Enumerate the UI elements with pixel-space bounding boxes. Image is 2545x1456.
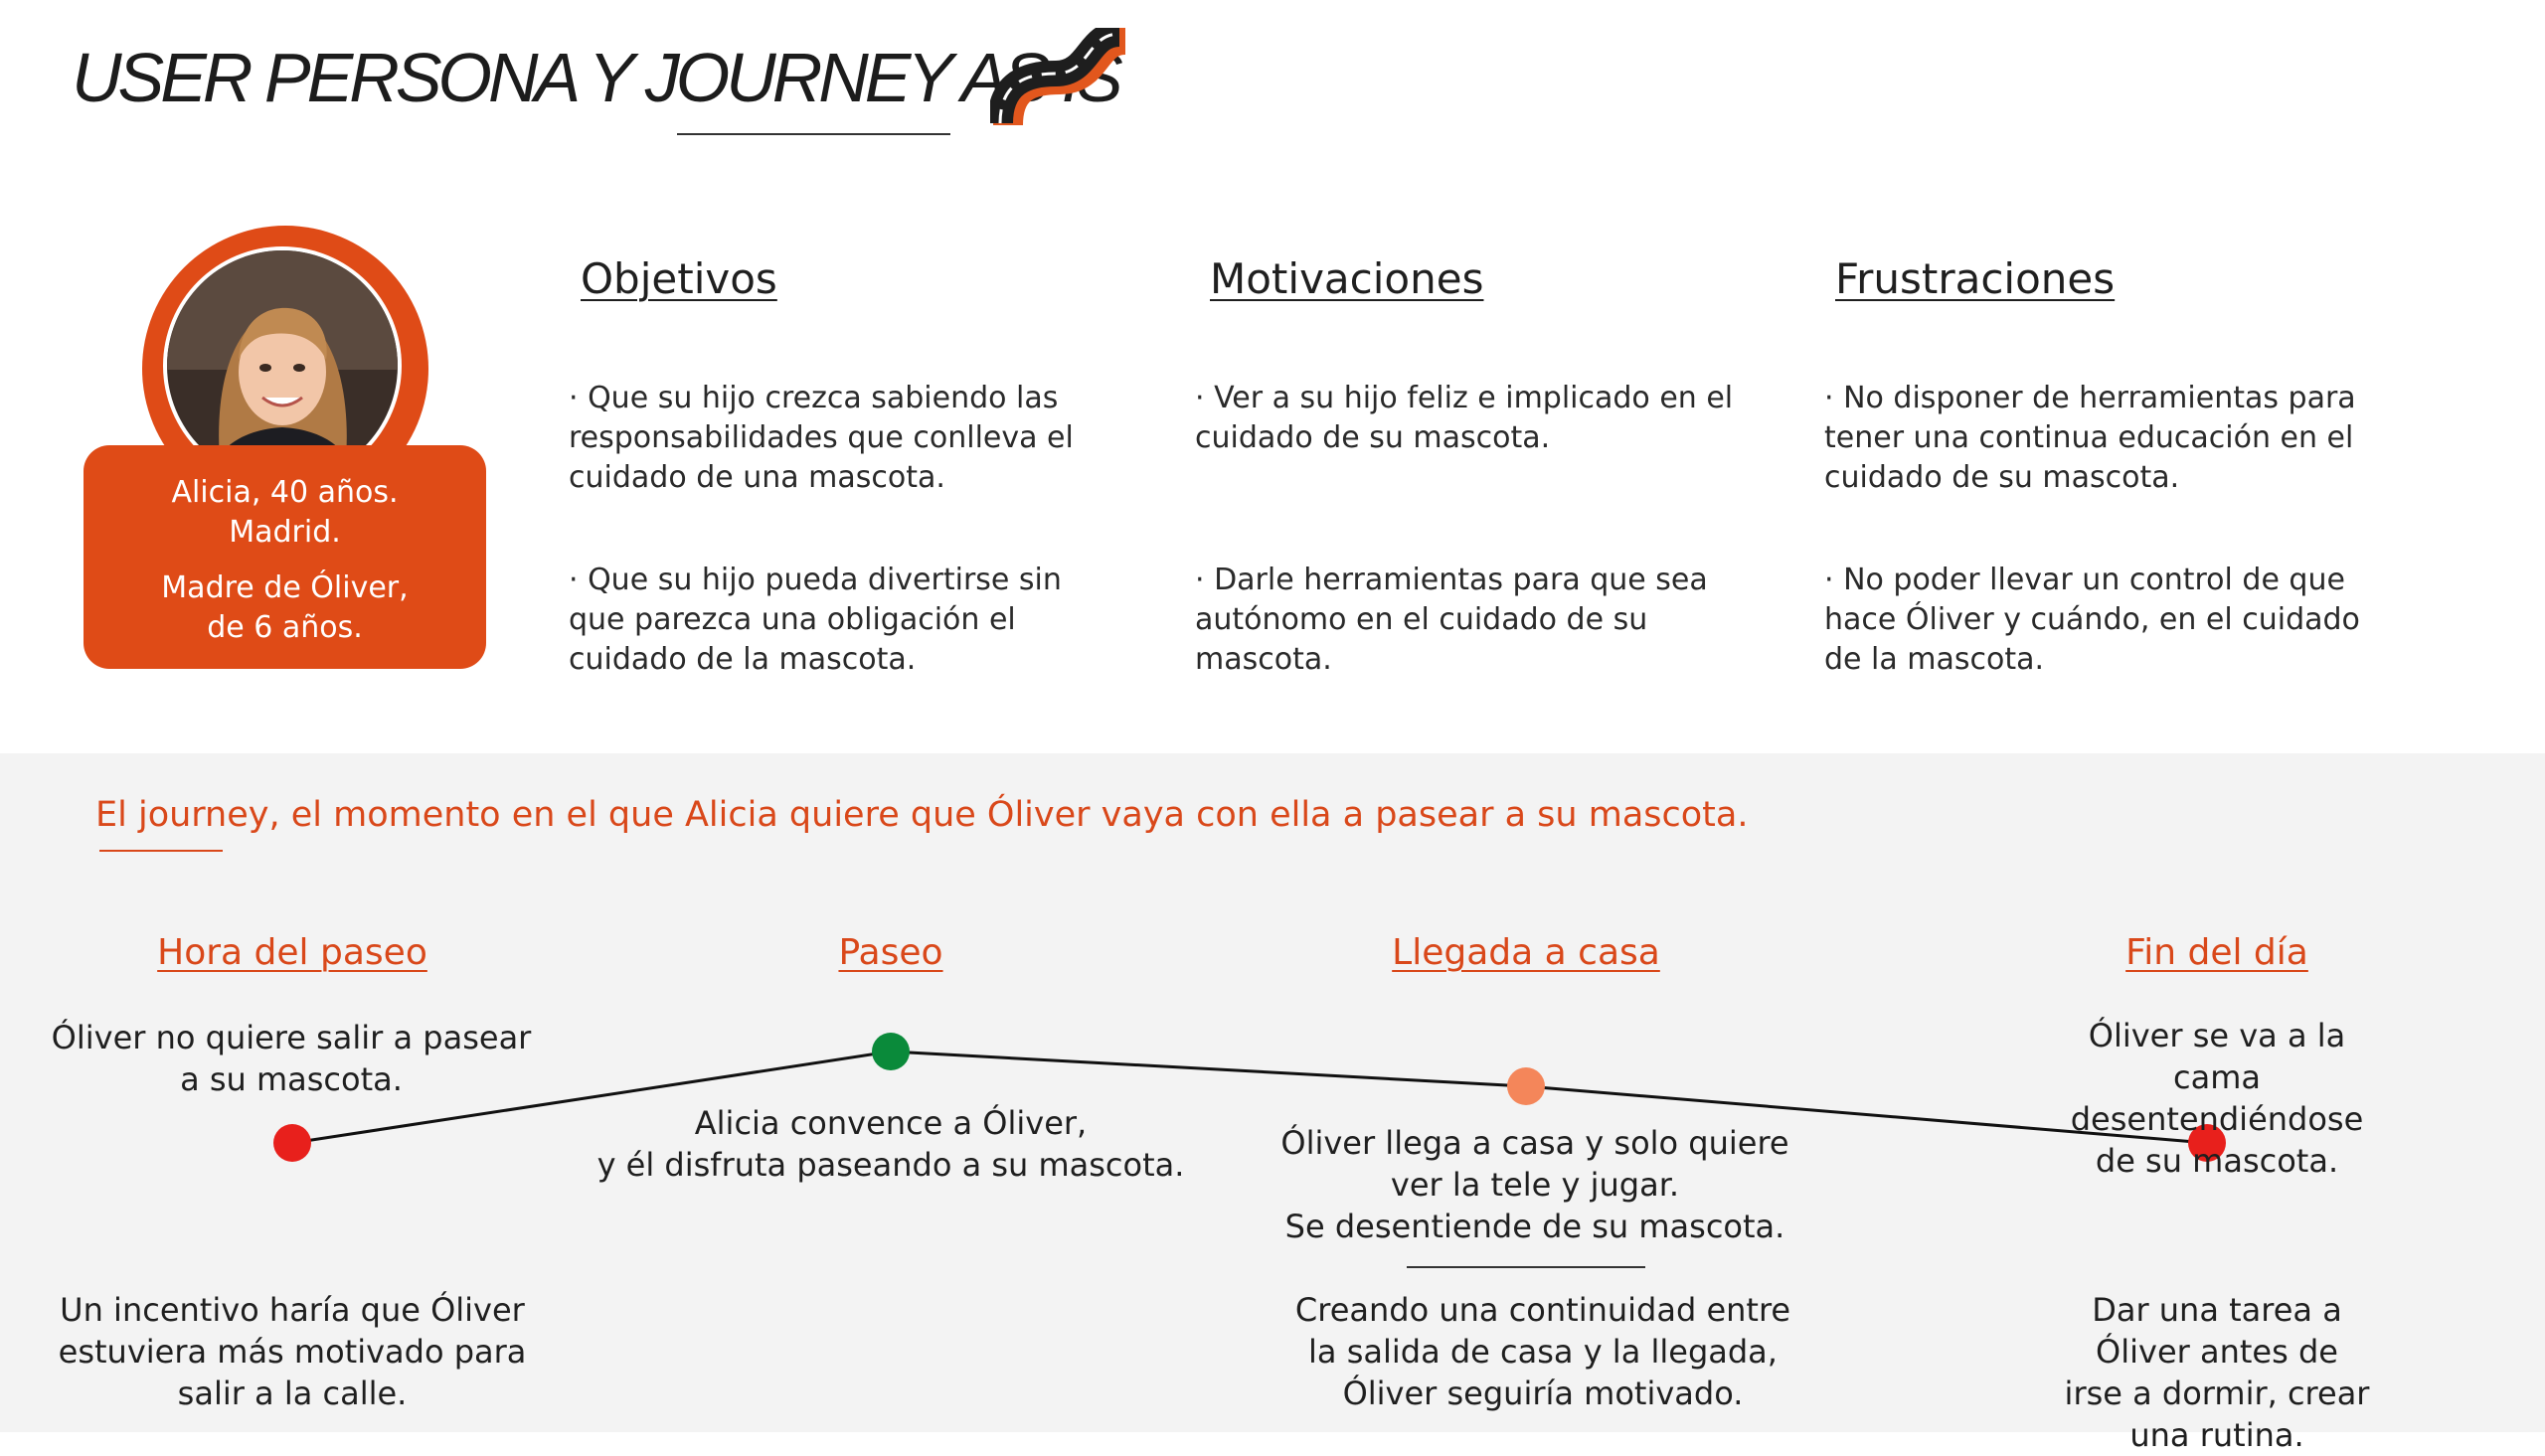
objetivos-item: · Que su hijo pueda divertirse sin que p… (569, 563, 1062, 677)
frustraciones-item: · No disponer de herramientas para tener… (1824, 381, 2356, 495)
objetivos-item: · Que su hijo crezca sabiendo las respon… (569, 381, 1074, 495)
title-underline (677, 133, 950, 135)
stage-description: Óliver no quiere salir a pasear a su mas… (51, 1019, 532, 1098)
stage-heading: Paseo (838, 932, 943, 973)
persona-city: Madrid. (229, 515, 341, 550)
stage-improvement: Un incentivo haría que Óliver estuviera … (58, 1291, 527, 1412)
objetivos-heading: Objetivos (581, 254, 777, 303)
stage-description: Óliver llega a casa y solo quiere ver la… (1280, 1124, 1789, 1245)
journey-title: El journey, el momento en el que Alicia … (95, 795, 1749, 835)
journey-title-underline (99, 850, 223, 852)
persona-role: Madre de Óliver, (161, 570, 409, 605)
persona-card: Alicia, 40 años. Madrid. Madre de Óliver… (84, 445, 486, 669)
motivaciones-item: · Ver a su hijo feliz e implicado en el … (1195, 381, 1734, 455)
stage-heading: Llegada a casa (1392, 932, 1660, 973)
persona-child-age: de 6 años. (207, 610, 363, 645)
road-icon (990, 28, 1127, 126)
motivaciones-item: · Darle herramientas para que sea autóno… (1195, 563, 1708, 677)
stage-improvement: Dar una tarea a Óliver antes de irse a d… (2064, 1291, 2370, 1454)
stage-description: Alicia convence a Óliver, y él disfruta … (596, 1104, 1185, 1184)
persona-name-age: Alicia, 40 años. (171, 475, 399, 510)
idea-separator (1407, 1266, 1645, 1268)
page-title: USER PERSONA Y JOURNEY AS IS (72, 39, 1123, 116)
stage-improvement: Creando una continuidad entre la salida … (1294, 1291, 1791, 1412)
frustraciones-heading: Frustraciones (1835, 254, 2116, 303)
stage-heading: Fin del día (2125, 932, 2308, 973)
stage-heading: Hora del paseo (157, 932, 427, 973)
frustraciones-item: · No poder llevar un control de que hace… (1824, 563, 2360, 677)
stage-description: Óliver se va a la cama desentendiéndose … (2070, 1017, 2364, 1180)
motivaciones-heading: Motivaciones (1210, 254, 1484, 303)
